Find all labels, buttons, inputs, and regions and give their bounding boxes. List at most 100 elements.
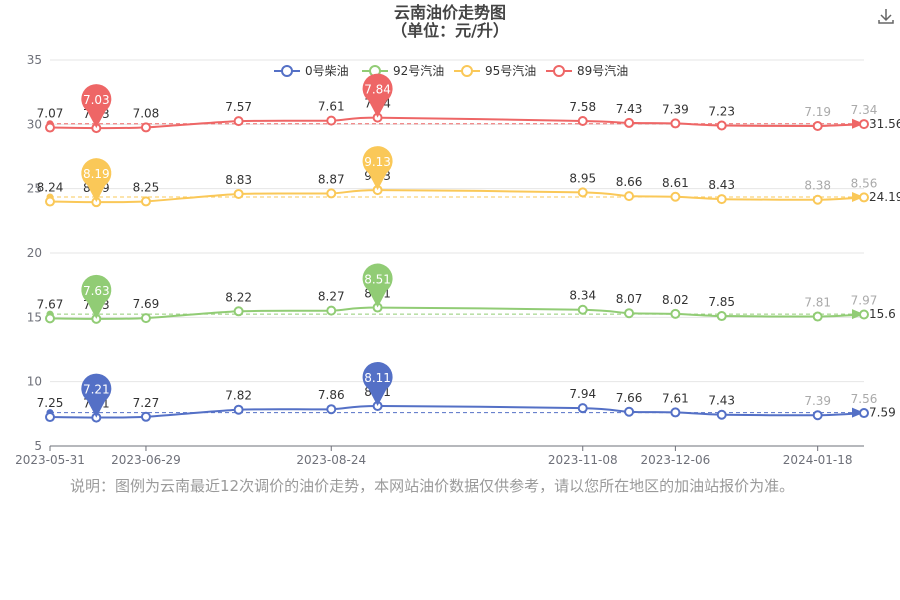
legend-symbol <box>553 65 565 77</box>
data-point <box>716 120 727 131</box>
data-label: 7.61 <box>318 100 345 114</box>
data-label: 7.25 <box>37 396 64 410</box>
data-point <box>140 313 151 324</box>
data-point <box>326 188 337 199</box>
data-point <box>624 406 635 417</box>
data-label: 8.24 <box>37 181 64 195</box>
data-label: 8.34 <box>569 289 596 303</box>
data-label: 8.27 <box>318 290 345 304</box>
data-point <box>624 117 635 128</box>
x-tick-label: 2023-12-06 <box>641 453 711 467</box>
data-point <box>326 404 337 415</box>
data-point <box>812 121 823 132</box>
pin-shape <box>362 263 393 308</box>
pin-label: 7.03 <box>83 93 110 107</box>
data-point <box>716 194 727 205</box>
extreme-marker-pin: 8.11 <box>362 361 393 406</box>
data-point <box>716 311 727 322</box>
series-line <box>49 189 865 204</box>
legend-symbol <box>461 65 473 77</box>
data-label: 7.56 <box>851 392 878 406</box>
data-label: 7.39 <box>662 102 689 116</box>
data-label: 7.43 <box>708 394 735 408</box>
data-point <box>233 188 244 199</box>
data-label: 7.23 <box>708 104 735 118</box>
data-point <box>812 194 823 205</box>
data-label: 7.67 <box>37 297 64 311</box>
data-label: 7.27 <box>133 396 160 410</box>
data-point <box>233 404 244 415</box>
data-point <box>577 115 588 126</box>
data-label: 7.34 <box>851 103 878 117</box>
data-point <box>859 408 869 419</box>
legend-item[interactable]: 0号柴油 <box>274 64 349 78</box>
data-label: 7.39 <box>804 394 831 408</box>
average-label: 24.19 <box>869 190 900 204</box>
data-label: 7.58 <box>569 100 596 114</box>
data-label: 7.07 <box>37 107 64 121</box>
data-label: 8.38 <box>804 179 831 193</box>
average-label: 7.59 <box>869 406 896 420</box>
pin-label: 8.19 <box>83 167 110 181</box>
data-point <box>859 192 869 203</box>
pin-label: 7.84 <box>364 83 391 97</box>
data-point <box>326 305 337 316</box>
x-tick-label: 2023-06-29 <box>111 453 181 467</box>
data-point <box>670 191 681 202</box>
legend-label: 89号汽油 <box>577 63 628 78</box>
extreme-marker-pin: 7.03 <box>81 84 112 129</box>
legend-label: 92号汽油 <box>393 63 444 78</box>
data-label: 7.08 <box>133 106 160 120</box>
data-point <box>140 196 151 207</box>
data-label: 7.85 <box>708 295 735 309</box>
data-point <box>140 411 151 422</box>
series-line <box>49 404 865 419</box>
data-label: 7.61 <box>662 391 689 405</box>
y-tick-label: 10 <box>27 375 42 389</box>
data-point <box>577 187 588 198</box>
y-tick-label: 15 <box>27 310 42 324</box>
pin-label: 7.21 <box>83 383 110 397</box>
legend-item[interactable]: 95号汽油 <box>454 63 536 78</box>
legend-item[interactable]: 89号汽油 <box>546 63 628 78</box>
data-label: 8.07 <box>616 292 643 306</box>
data-label: 7.69 <box>133 297 160 311</box>
data-label: 7.94 <box>569 387 596 401</box>
data-label: 8.22 <box>225 290 252 304</box>
data-point <box>670 308 681 319</box>
pin-shape <box>362 146 393 191</box>
data-point <box>716 409 727 420</box>
data-label: 8.25 <box>133 180 160 194</box>
data-point <box>45 196 55 207</box>
data-point <box>45 122 55 133</box>
data-point <box>45 412 55 423</box>
extreme-marker-pin: 7.21 <box>81 373 112 418</box>
data-label: 8.56 <box>851 176 878 190</box>
data-label: 7.66 <box>616 391 643 405</box>
extreme-marker-pin: 7.84 <box>362 73 393 118</box>
legend-item[interactable]: 92号汽油 <box>362 63 444 78</box>
data-label: 7.86 <box>318 388 345 402</box>
legend-label: 0号柴油 <box>305 64 349 78</box>
pin-shape <box>362 73 393 118</box>
pin-label: 8.11 <box>364 371 391 385</box>
pin-shape <box>81 373 112 418</box>
pin-label: 9.13 <box>364 155 391 169</box>
data-point <box>670 118 681 129</box>
data-label: 8.95 <box>569 171 596 185</box>
pin-shape <box>81 84 112 129</box>
pin-label: 8.51 <box>364 273 391 287</box>
download-icon[interactable] <box>876 6 896 26</box>
x-tick-label: 2023-08-24 <box>296 453 366 467</box>
extreme-marker-pin: 9.13 <box>362 146 393 191</box>
data-point <box>45 313 55 324</box>
chart-title: 云南油价走势图 <box>393 3 506 22</box>
series-line <box>49 116 865 130</box>
pin-shape <box>81 274 112 319</box>
data-label: 8.83 <box>225 173 252 187</box>
extreme-marker-pin: 8.19 <box>81 158 112 203</box>
data-label: 7.97 <box>851 294 878 308</box>
data-point <box>624 308 635 319</box>
x-tick-label: 2024-01-18 <box>783 453 853 467</box>
